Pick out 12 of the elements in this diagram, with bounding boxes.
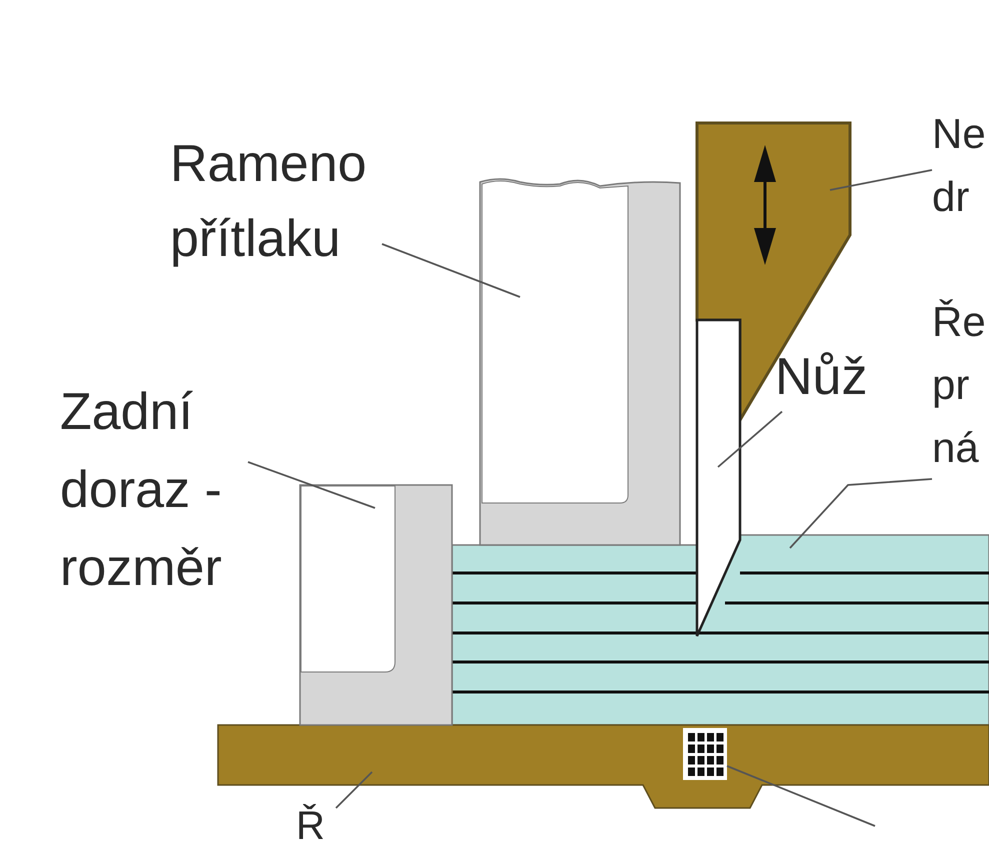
part-label: Ř: [296, 805, 326, 847]
part-label: Ře pr ná: [932, 297, 987, 473]
leader-line: [335, 771, 373, 809]
leader-line: [726, 765, 876, 827]
leader-line: [248, 461, 376, 509]
leader-line: [830, 169, 932, 191]
leader-line: [382, 243, 520, 298]
leader-line: [789, 478, 932, 549]
part-label: Zadní doraz - rozměr: [60, 382, 223, 599]
part-label: Rameno přítlaku: [170, 134, 368, 270]
part-label: Ne dr: [932, 109, 987, 222]
part-label: Nůž: [775, 347, 868, 408]
